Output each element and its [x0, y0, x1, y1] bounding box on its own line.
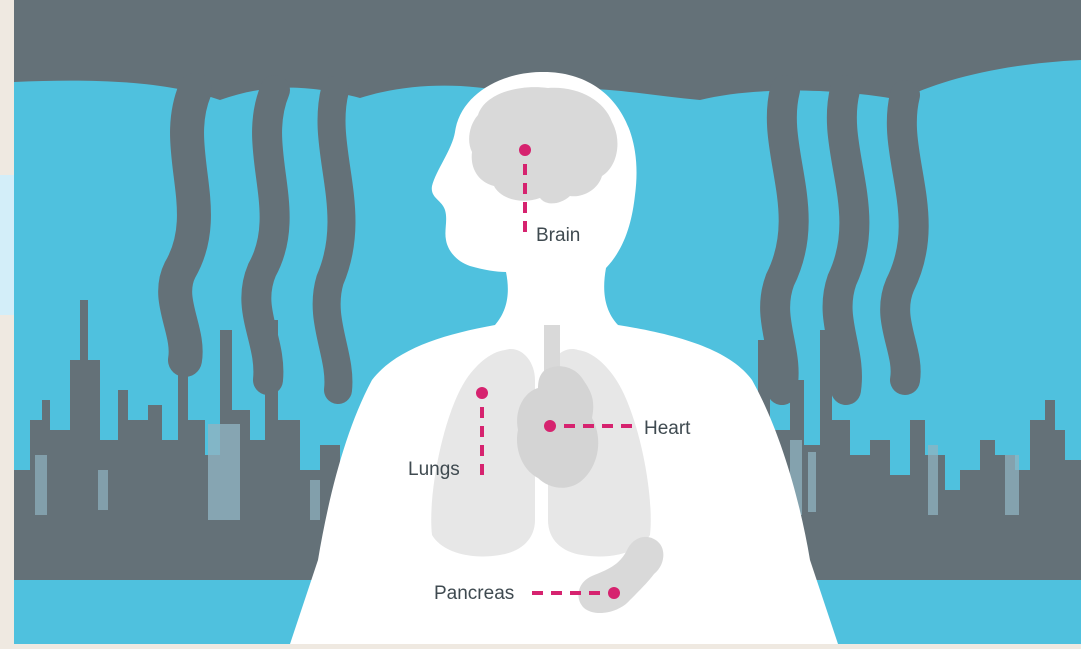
right-building-window	[928, 445, 938, 515]
page-left-highlight	[0, 175, 14, 315]
left-building-window	[35, 455, 47, 515]
left-building-window	[208, 424, 240, 520]
right-building-window	[1005, 455, 1019, 515]
page-left-strip	[0, 0, 14, 644]
brain-label: Brain	[536, 225, 580, 246]
heart-label: Heart	[644, 418, 691, 439]
lungs-label: Lungs	[408, 459, 460, 480]
heart-marker	[544, 420, 556, 432]
right-building-window	[808, 452, 816, 512]
pancreas-label: Pancreas	[434, 583, 514, 604]
left-building-window	[310, 480, 320, 520]
left-building-window	[98, 470, 108, 510]
pancreas-marker	[608, 587, 620, 599]
lungs-marker	[476, 387, 488, 399]
brain-marker	[519, 144, 531, 156]
